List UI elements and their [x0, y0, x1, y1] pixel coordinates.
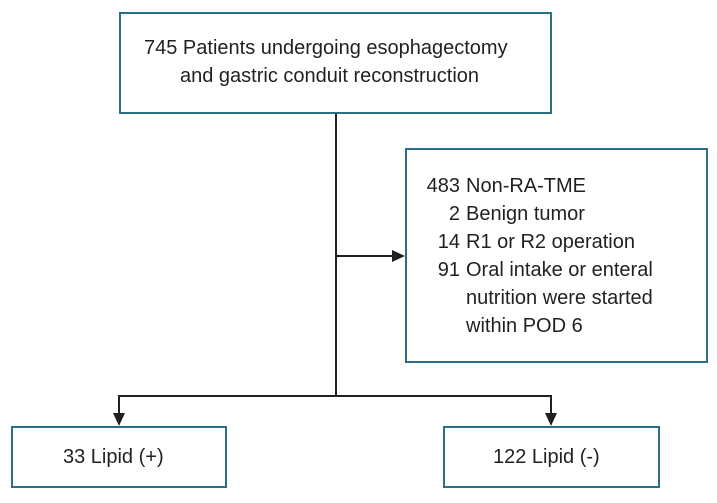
top-box-line-1: 745 Patients undergoing esophagectomy	[144, 37, 508, 59]
lipid-positive-label: 33 Lipid (+)	[63, 446, 164, 468]
lipid-negative-label: 122 Lipid (-)	[493, 446, 600, 468]
exclusion-label-non-ra-tme: Non-RA-TME	[466, 175, 587, 197]
exclusion-label-oral-intake: Oral intake or enteral	[466, 259, 653, 281]
exclusion-label-r1-r2: R1 or R2 operation	[466, 231, 635, 253]
exclusion-continuation-line-1: nutrition were started	[466, 287, 653, 309]
exclusion-continuation-line-2: within POD 6	[466, 315, 583, 337]
exclusion-label-benign-tumor: Benign tumor	[466, 203, 585, 225]
exclusion-count-r1-r2: 14	[437, 231, 460, 253]
top-box	[119, 12, 552, 114]
exclusion-arrowhead	[392, 250, 405, 262]
lipid-negative-box	[443, 426, 660, 488]
exclusion-count-non-ra-tme: 483	[426, 175, 460, 197]
top-box-line-2: and gastric conduit reconstruction	[180, 65, 480, 87]
exclusion-count-oral-intake: 91	[437, 259, 460, 281]
lipid-positive-box	[11, 426, 227, 488]
exclusion-box	[405, 148, 708, 363]
exclusion-count-benign-tumor: 2	[448, 203, 460, 225]
left-arrowhead	[113, 413, 125, 426]
right-arrowhead	[545, 413, 557, 426]
